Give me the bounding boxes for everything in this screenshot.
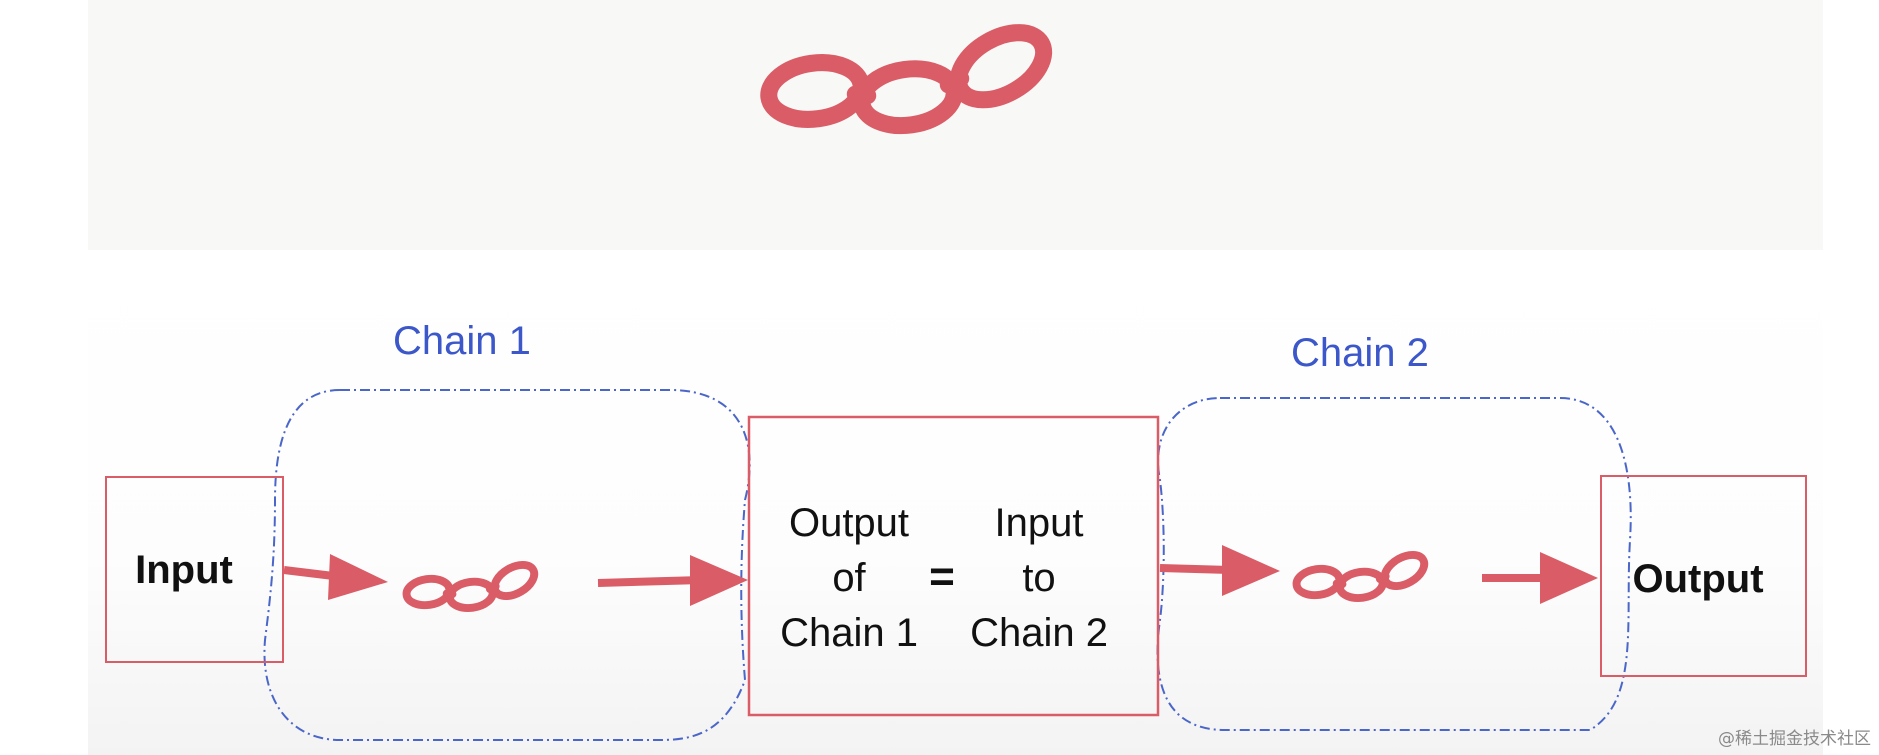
chain1-group-outline xyxy=(263,389,751,741)
output-label: Output xyxy=(1632,557,1763,601)
arrow-middle-to-chain2 xyxy=(1159,545,1280,596)
input-label: Input xyxy=(135,548,233,592)
top-panel xyxy=(88,0,1823,250)
input-box xyxy=(105,476,284,663)
chain1-label: Chain 1 xyxy=(393,319,531,363)
middle-box xyxy=(747,415,1160,717)
output-box xyxy=(1600,475,1807,677)
chain2-icon xyxy=(1295,548,1430,600)
bottom-panel xyxy=(88,265,1823,755)
middle-equals: = xyxy=(929,552,955,601)
middle-left-line-2: of xyxy=(832,556,866,600)
chain2-group-outline xyxy=(1156,397,1632,731)
chain1-icon xyxy=(405,558,540,610)
arrow-input-to-chain1 xyxy=(283,554,388,600)
middle-left-line-3: Chain 1 xyxy=(780,611,918,655)
middle-right-line-2: to xyxy=(1022,556,1055,600)
middle-right-line-1: Input xyxy=(995,501,1084,545)
chain2-label: Chain 2 xyxy=(1291,331,1429,375)
chain-link-icon xyxy=(765,19,1055,132)
arrow-chain1-to-middle xyxy=(597,555,748,606)
arrow-chain2-to-output xyxy=(1482,552,1598,604)
middle-left-line-1: Output xyxy=(789,501,909,545)
watermark: @稀土掘金技术社区 xyxy=(1718,729,1871,749)
middle-right-line-3: Chain 2 xyxy=(970,611,1108,655)
